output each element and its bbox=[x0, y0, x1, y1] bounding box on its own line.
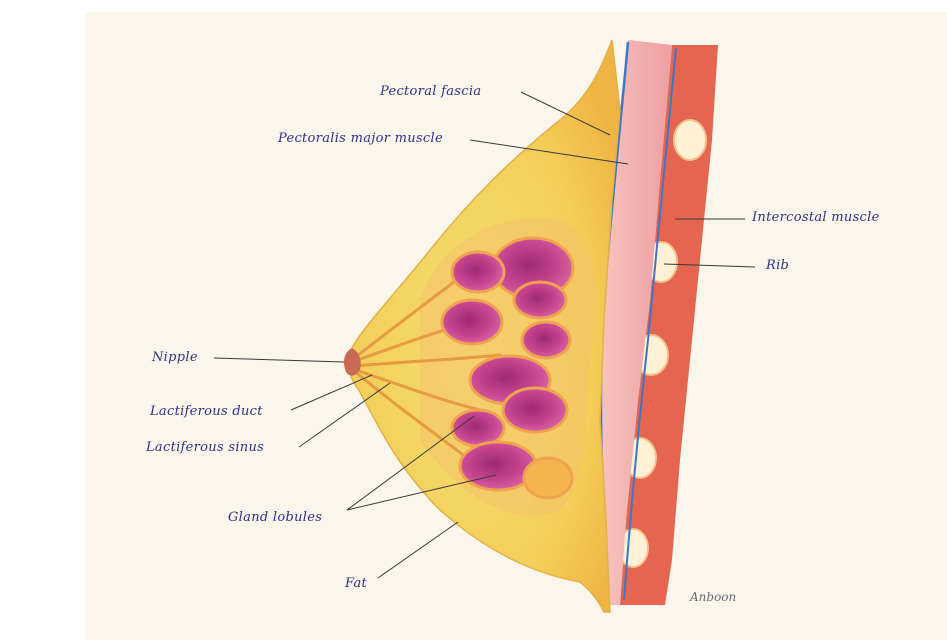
gland-lobule bbox=[503, 388, 567, 432]
label-pectoralis-major-muscle: Pectoralis major muscle bbox=[278, 131, 443, 146]
label-rib: Rib bbox=[766, 258, 789, 273]
gland-lobule bbox=[452, 252, 504, 292]
gland-lobule bbox=[442, 300, 502, 344]
label-fat: Fat bbox=[345, 576, 367, 591]
label-pectoral-fascia: Pectoral fascia bbox=[380, 84, 481, 99]
label-lactiferous-sinus: Lactiferous sinus bbox=[146, 440, 264, 455]
gland-lobule bbox=[524, 458, 572, 498]
label-lactiferous-duct: Lactiferous duct bbox=[150, 404, 263, 419]
rib bbox=[674, 120, 706, 160]
label-nipple: Nipple bbox=[152, 350, 198, 365]
label-intercostal-muscle: Intercostal muscle bbox=[752, 210, 880, 225]
gland-lobule bbox=[522, 322, 570, 358]
artist-signature: Anboon bbox=[690, 590, 736, 604]
gland-lobule bbox=[514, 282, 566, 318]
label-gland-lobules: Gland lobules bbox=[228, 510, 322, 525]
